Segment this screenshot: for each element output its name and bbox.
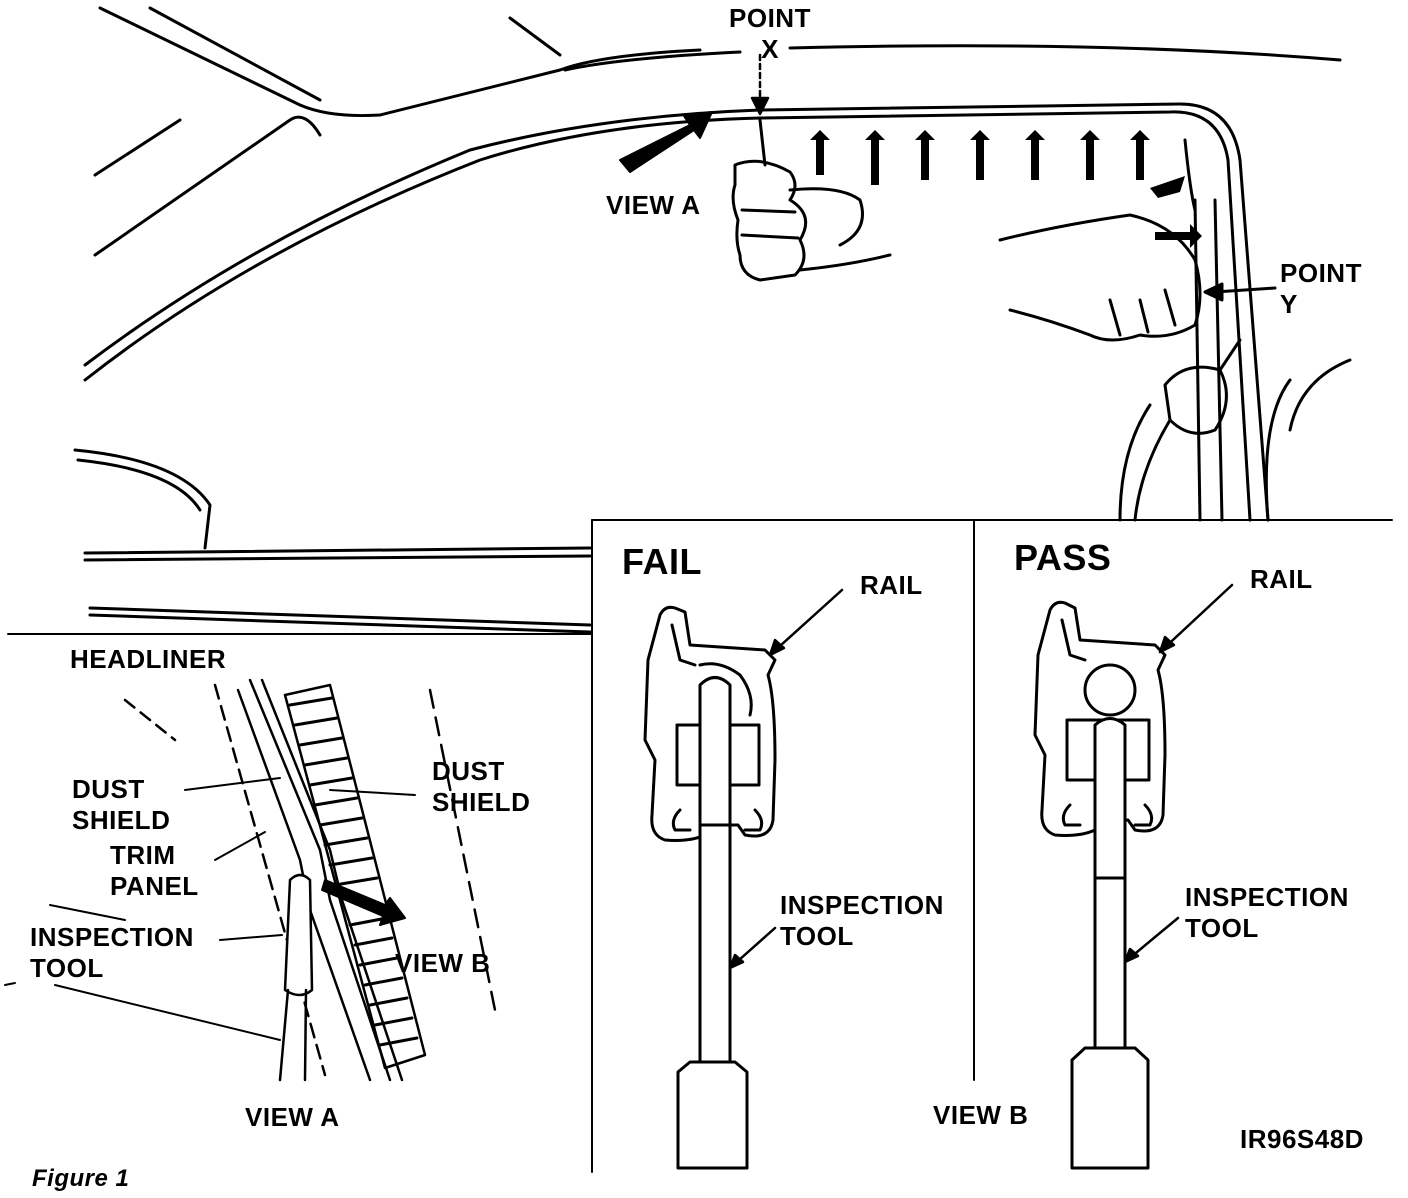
windshield-header xyxy=(83,102,1270,522)
panel-borders xyxy=(7,519,1393,1173)
view-a-label-bottom: VIEW A xyxy=(245,1102,340,1132)
rail-label-fail: RAIL xyxy=(860,570,923,600)
roof-outline xyxy=(98,6,1342,118)
figure-caption: Figure 1 xyxy=(32,1165,130,1192)
seat-belt xyxy=(1118,338,1242,522)
b-pillar xyxy=(1183,138,1352,522)
dust-shield-label-right: DUST SHIELD xyxy=(432,756,531,817)
rear-window-and-body-lines xyxy=(73,448,592,634)
headliner-label: HEADLINER xyxy=(70,644,227,674)
view-a-leaders xyxy=(4,777,416,1041)
fail-inspection-tool xyxy=(676,676,749,1170)
fail-leaders xyxy=(728,588,844,970)
view-a-big-arrow xyxy=(619,111,713,173)
view-a-label-top: VIEW A xyxy=(606,190,701,220)
view-b-small-arrow xyxy=(321,879,406,926)
view-a-closeup xyxy=(123,678,497,1082)
upward-force-arrows xyxy=(810,130,1202,248)
view-b-label-bottom: VIEW B xyxy=(933,1100,1029,1130)
trim-panel-label: TRIM PANEL xyxy=(110,840,199,901)
point-x-label: POINT X xyxy=(729,3,811,64)
dust-shield-label-left: DUST SHIELD xyxy=(72,774,171,835)
fail-heading: FAIL xyxy=(622,541,702,582)
pass-leaders xyxy=(1123,583,1234,964)
hand-right xyxy=(998,213,1202,342)
pass-heading: PASS xyxy=(1014,537,1112,578)
pass-inspection-tool xyxy=(1070,717,1150,1170)
inspection-tool-label-fail: INSPECTION TOOL xyxy=(780,890,944,951)
view-b-label-small: VIEW B xyxy=(395,948,491,978)
drawing-code: IR96S48D xyxy=(1240,1124,1364,1154)
view-a-dust-shield-ribbed xyxy=(283,683,427,1070)
inspection-tool-label-pass: INSPECTION TOOL xyxy=(1185,882,1349,943)
inspection-tool-label-left: INSPECTION TOOL xyxy=(30,922,194,983)
hand-left xyxy=(731,118,892,282)
point-y-arrow xyxy=(1203,282,1277,302)
rail-label-pass: RAIL xyxy=(1250,564,1313,594)
point-y-label: POINT Y xyxy=(1280,258,1362,319)
point-x-arrow xyxy=(750,53,770,116)
